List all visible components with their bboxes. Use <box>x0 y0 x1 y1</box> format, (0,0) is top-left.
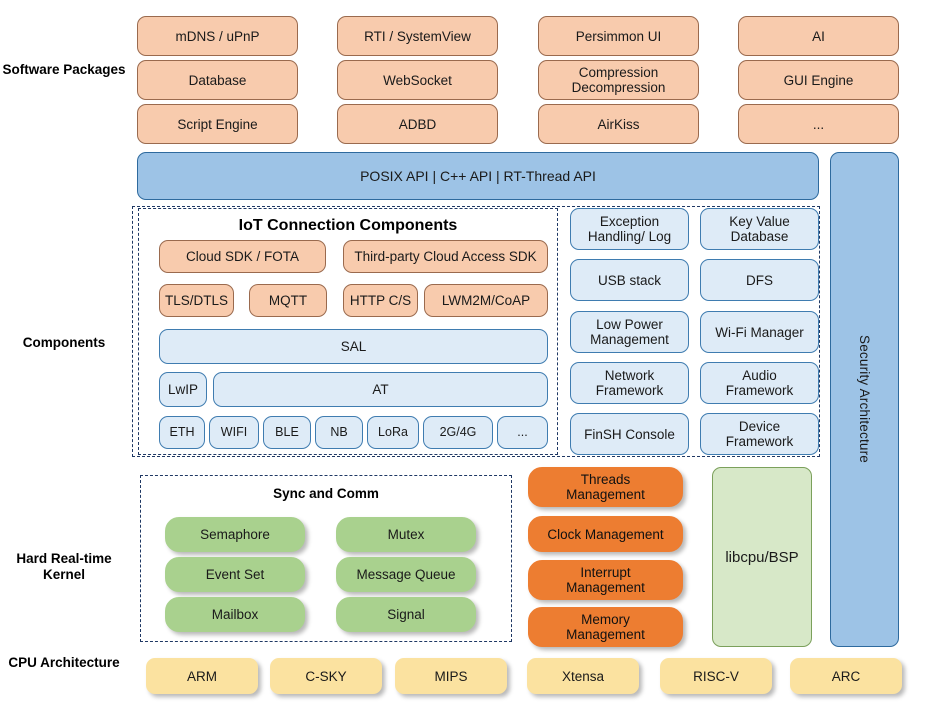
package-box[interactable]: Compression Decompression <box>538 60 699 100</box>
package-box[interactable]: Persimmon UI <box>538 16 699 56</box>
iot-protocol-box[interactable]: HTTP C/S <box>343 284 418 317</box>
kernel-management-item[interactable]: Threads Management <box>528 467 683 507</box>
iot-link-box[interactable]: LoRa <box>367 416 419 449</box>
component-box[interactable]: FinSH Console <box>570 413 689 455</box>
package-box[interactable]: GUI Engine <box>738 60 899 100</box>
sync-comm-title: Sync and Comm <box>273 486 379 501</box>
kernel-management-item[interactable]: Interrupt Management <box>528 560 683 600</box>
component-box[interactable]: Key Value Database <box>700 208 819 250</box>
iot-link-box[interactable]: BLE <box>263 416 311 449</box>
iot-link-box[interactable]: 2G/4G <box>423 416 493 449</box>
api-bar[interactable]: POSIX API | C++ API | RT-Thread API <box>137 152 819 200</box>
iot-cloud-sdk-box[interactable]: Cloud SDK / FOTA <box>159 240 326 273</box>
kernel-management-item[interactable]: Clock Management <box>528 516 683 552</box>
component-box[interactable]: Wi-Fi Manager <box>700 311 819 353</box>
package-box[interactable]: Script Engine <box>137 104 298 144</box>
iot-protocol-box[interactable]: LWM2M/CoAP <box>424 284 548 317</box>
iot-protocol-box[interactable]: MQTT <box>249 284 327 317</box>
iot-third-party-sdk-box[interactable]: Third-party Cloud Access SDK <box>343 240 548 273</box>
package-box[interactable]: RTI / SystemView <box>337 16 498 56</box>
cpu-arch-box[interactable]: ARC <box>790 658 902 694</box>
iot-link-box[interactable]: ... <box>497 416 548 449</box>
sync-comm-item[interactable]: Mutex <box>336 517 476 552</box>
iot-link-box[interactable]: ETH <box>159 416 205 449</box>
component-box[interactable]: Audio Framework <box>700 362 819 404</box>
cpu-arch-box[interactable]: MIPS <box>395 658 507 694</box>
section-label-software-packages: Software Packages <box>2 62 126 77</box>
component-box[interactable]: Device Framework <box>700 413 819 455</box>
libcpu-bsp-box[interactable]: libcpu/BSP <box>712 467 812 647</box>
security-architecture-label: Security Architecture <box>857 335 872 464</box>
iot-link-box[interactable]: WIFI <box>209 416 259 449</box>
package-box[interactable]: mDNS / uPnP <box>137 16 298 56</box>
package-box[interactable]: ... <box>738 104 899 144</box>
component-box[interactable]: Exception Handling/ Log <box>570 208 689 250</box>
package-box[interactable]: ADBD <box>337 104 498 144</box>
package-box[interactable]: AirKiss <box>538 104 699 144</box>
section-label-components: Components <box>22 335 106 350</box>
component-box[interactable]: DFS <box>700 259 819 301</box>
iot-sal-box[interactable]: SAL <box>159 329 548 364</box>
component-box[interactable]: Network Framework <box>570 362 689 404</box>
iot-link-box[interactable]: NB <box>315 416 363 449</box>
iot-lwip-box[interactable]: LwIP <box>159 372 207 407</box>
component-box[interactable]: USB stack <box>570 259 689 301</box>
iot-at-box[interactable]: AT <box>213 372 548 407</box>
package-box[interactable]: AI <box>738 16 899 56</box>
cpu-arch-box[interactable]: RISC-V <box>660 658 772 694</box>
package-box[interactable]: Database <box>137 60 298 100</box>
section-label-kernel: Hard Real-time Kernel <box>16 551 112 582</box>
cpu-arch-box[interactable]: ARM <box>146 658 258 694</box>
kernel-management-item[interactable]: Memory Management <box>528 607 683 647</box>
iot-protocol-box[interactable]: TLS/DTLS <box>159 284 234 317</box>
sync-comm-item[interactable]: Signal <box>336 597 476 632</box>
security-architecture-bar[interactable]: Security Architecture <box>830 152 899 647</box>
sync-comm-item[interactable]: Semaphore <box>165 517 305 552</box>
cpu-arch-box[interactable]: C-SKY <box>270 658 382 694</box>
sync-comm-box: Sync and Comm <box>140 475 512 642</box>
sync-comm-item[interactable]: Mailbox <box>165 597 305 632</box>
sync-comm-item[interactable]: Event Set <box>165 557 305 592</box>
sync-comm-item[interactable]: Message Queue <box>336 557 476 592</box>
components-outer-box <box>132 206 820 457</box>
section-label-cpu-architecture: CPU Architecture <box>8 655 120 670</box>
cpu-arch-box[interactable]: Xtensa <box>527 658 639 694</box>
iot-connection-title: IoT Connection Components <box>238 217 458 234</box>
component-box[interactable]: Low Power Management <box>570 311 689 353</box>
package-box[interactable]: WebSocket <box>337 60 498 100</box>
